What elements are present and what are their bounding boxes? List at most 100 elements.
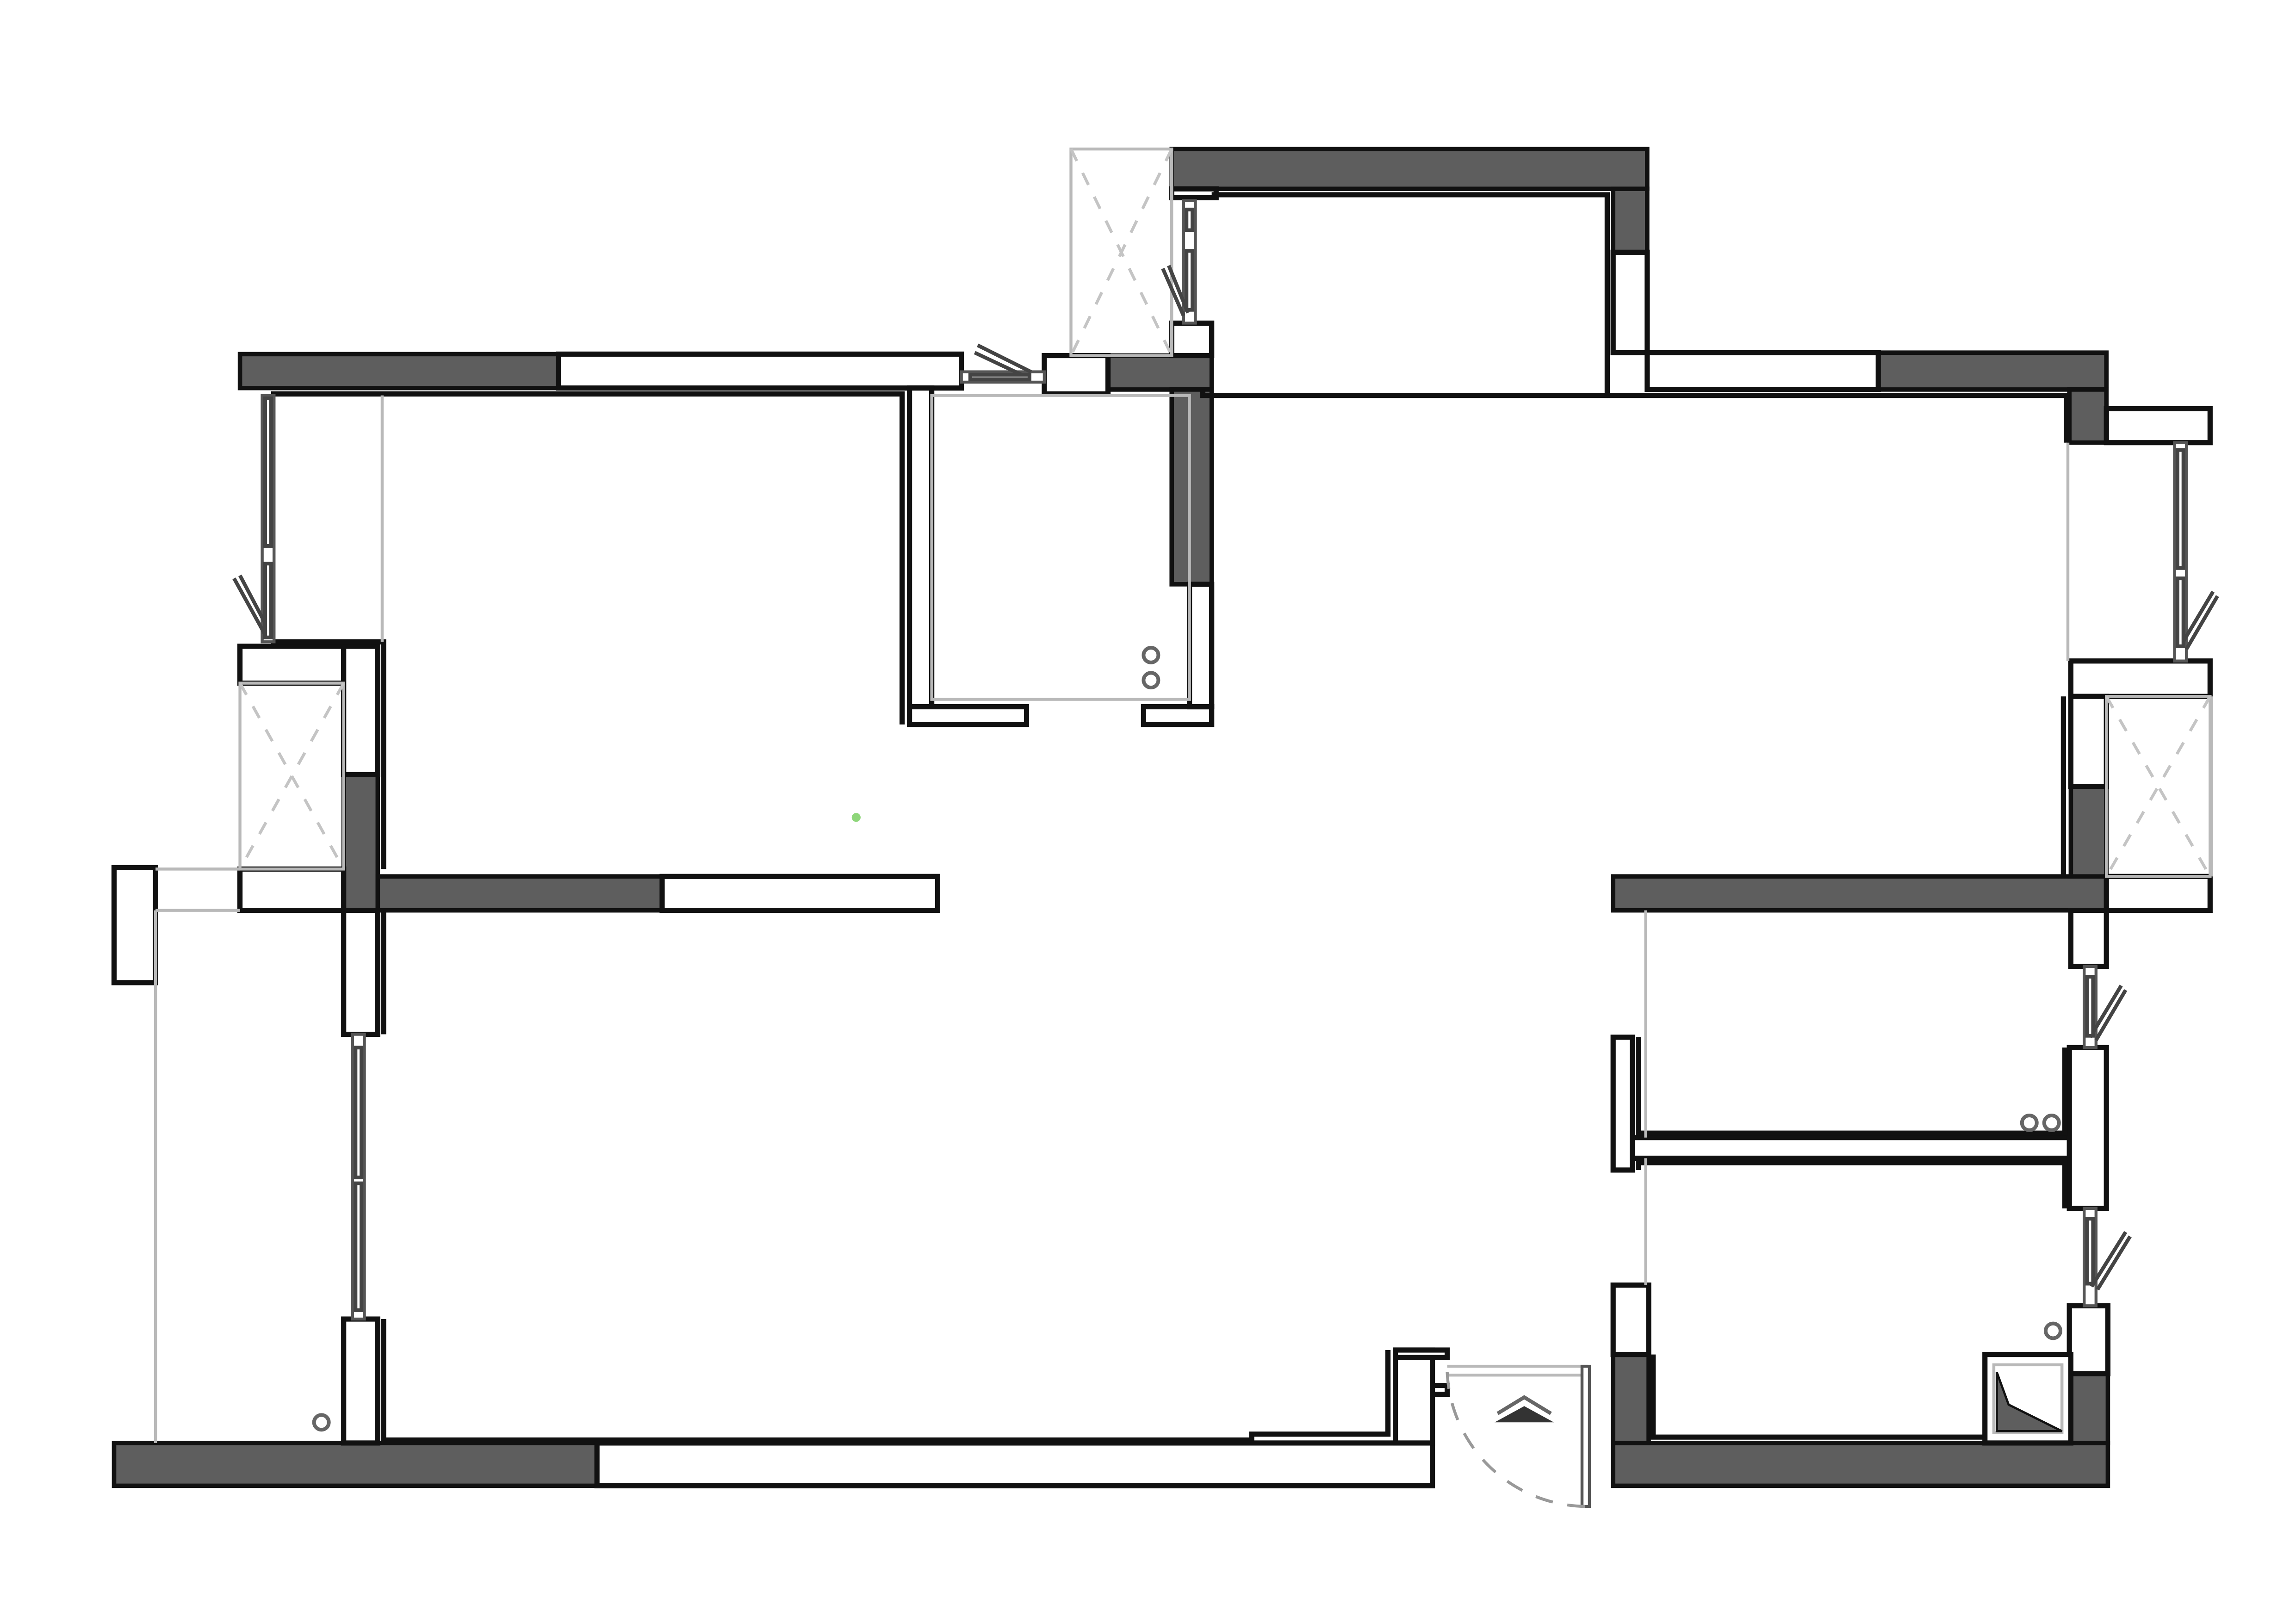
wall-finish-line bbox=[1651, 1354, 1985, 1440]
window-sash-icon bbox=[263, 562, 273, 639]
partition-walls bbox=[111, 186, 2213, 1488]
wall-finish-line bbox=[271, 391, 905, 725]
partition-wall bbox=[1430, 1382, 1450, 1397]
partition-wall bbox=[1393, 1347, 1450, 1360]
partition-wall bbox=[1393, 1347, 1435, 1446]
partition-wall bbox=[2066, 1303, 2111, 1376]
partition-wall bbox=[341, 644, 380, 777]
shaft-icon bbox=[1992, 1363, 2064, 1434]
light-lines bbox=[154, 394, 2213, 1443]
shaft-icon bbox=[1995, 1372, 2063, 1432]
shaft-icon bbox=[238, 681, 345, 871]
wall-finish-line bbox=[381, 1319, 1391, 1443]
structural-wall-right-corner bbox=[2067, 387, 2109, 445]
window-sash-icon bbox=[2088, 985, 2123, 1038]
partition-wall bbox=[906, 385, 935, 727]
partition-wall bbox=[594, 1440, 1435, 1488]
partition-wall bbox=[1644, 350, 1881, 392]
window-sash-icon bbox=[354, 1046, 364, 1179]
floor-drain-icon bbox=[1142, 646, 1160, 664]
partition-wall bbox=[237, 866, 347, 913]
partition-wall bbox=[1610, 1282, 1651, 1357]
entrance-door bbox=[1446, 1364, 1591, 1508]
partition-wall bbox=[2066, 1045, 2109, 1211]
kitchen-counter-outline bbox=[930, 394, 1191, 701]
partition-wall bbox=[1630, 1135, 2108, 1161]
partition-wall bbox=[659, 873, 941, 913]
shaft-icon bbox=[2105, 695, 2212, 878]
partition-wall bbox=[1610, 249, 1650, 355]
door-leaf bbox=[1580, 1364, 1591, 1508]
structural-wall-upper-right bbox=[1876, 350, 2109, 392]
partition-wall bbox=[2104, 406, 2213, 446]
structural-wall-right-column bbox=[2068, 784, 2109, 879]
entrance-arrow-icon bbox=[1495, 1406, 1554, 1423]
entrance-arrow-icon bbox=[1496, 1395, 1552, 1415]
partition-wall bbox=[341, 908, 380, 1037]
floor-drain-icon bbox=[1142, 671, 1160, 690]
structural-wall-left-horizontal bbox=[375, 874, 664, 913]
window-sash-icon bbox=[1161, 267, 1185, 317]
partition-wall bbox=[1141, 704, 1215, 727]
partition-wall bbox=[341, 1316, 380, 1446]
structural-wall-upper-left bbox=[237, 352, 561, 390]
floor-drain-icon bbox=[2042, 1113, 2061, 1132]
wall-finish-line bbox=[1211, 192, 2069, 443]
partition-wall bbox=[2068, 658, 2213, 699]
window-sash-icon bbox=[2184, 595, 2219, 650]
window-sash-icon bbox=[2094, 989, 2128, 1041]
structural-wall-top-right bbox=[1611, 186, 1650, 255]
partition-wall bbox=[1169, 186, 1219, 200]
partition-wall bbox=[111, 865, 158, 985]
window-sash-icon bbox=[1185, 207, 1195, 232]
window-sash-icon bbox=[968, 373, 1031, 381]
window-sash-icon bbox=[2175, 448, 2185, 570]
windows bbox=[232, 199, 2219, 1321]
shaft-outlines bbox=[238, 147, 2212, 878]
wall-finish-line bbox=[1636, 1160, 2068, 1208]
partition-wall bbox=[2068, 694, 2109, 789]
partition-wall bbox=[237, 644, 347, 686]
structural-wall-top bbox=[1169, 147, 1650, 191]
partition-wall bbox=[1187, 582, 1215, 710]
partition-wall bbox=[556, 351, 964, 391]
floor-drain-icon bbox=[2020, 1113, 2039, 1132]
shaft-icon bbox=[238, 682, 345, 870]
fixtures bbox=[312, 646, 2074, 1446]
shaft-icon bbox=[2105, 695, 2212, 877]
partition-wall bbox=[2068, 908, 2109, 969]
window-sash-icon bbox=[2178, 590, 2215, 647]
door-swing-icon bbox=[1446, 1372, 1585, 1508]
partition-wall bbox=[2104, 873, 2213, 913]
shaft-icon bbox=[1069, 148, 1173, 356]
partition-wall bbox=[1610, 1035, 1635, 1173]
structural-wall-bottom-left bbox=[112, 1441, 599, 1488]
partition-wall bbox=[1042, 353, 1111, 397]
window-sash-icon bbox=[977, 343, 1032, 374]
floor-drain-icon bbox=[312, 1413, 331, 1432]
shaft-icon bbox=[2105, 695, 2212, 877]
wall-finish-line bbox=[1636, 1037, 2068, 1136]
window-sash-icon bbox=[2096, 1235, 2132, 1291]
window-sash-icon bbox=[2085, 975, 2095, 1038]
structural-wall-left-mid bbox=[341, 772, 380, 913]
partition-wall bbox=[906, 704, 1030, 727]
structural-wall-center-column-top bbox=[1105, 353, 1214, 392]
window-sash-icon bbox=[263, 396, 273, 548]
structural-wall-bath-corner bbox=[2068, 1371, 2110, 1445]
shaft-icon bbox=[1069, 147, 1173, 357]
wall-finish-line bbox=[1200, 389, 1612, 398]
structural-wall-right-mid bbox=[1611, 874, 2109, 913]
window-sash-icon bbox=[2175, 576, 2185, 648]
floor-drain-icon bbox=[2043, 1321, 2062, 1340]
partition-wall bbox=[1169, 320, 1215, 359]
window-sash-icon bbox=[1185, 249, 1195, 312]
structural-wall-center-column bbox=[1169, 387, 1214, 587]
window-sash-icon bbox=[232, 577, 268, 638]
marker-dot bbox=[851, 813, 861, 822]
window-sash-icon bbox=[354, 1181, 364, 1312]
window-sash-icon bbox=[2090, 1231, 2128, 1288]
structural-walls bbox=[112, 147, 2110, 1488]
window-sash-icon bbox=[2085, 1217, 2095, 1286]
